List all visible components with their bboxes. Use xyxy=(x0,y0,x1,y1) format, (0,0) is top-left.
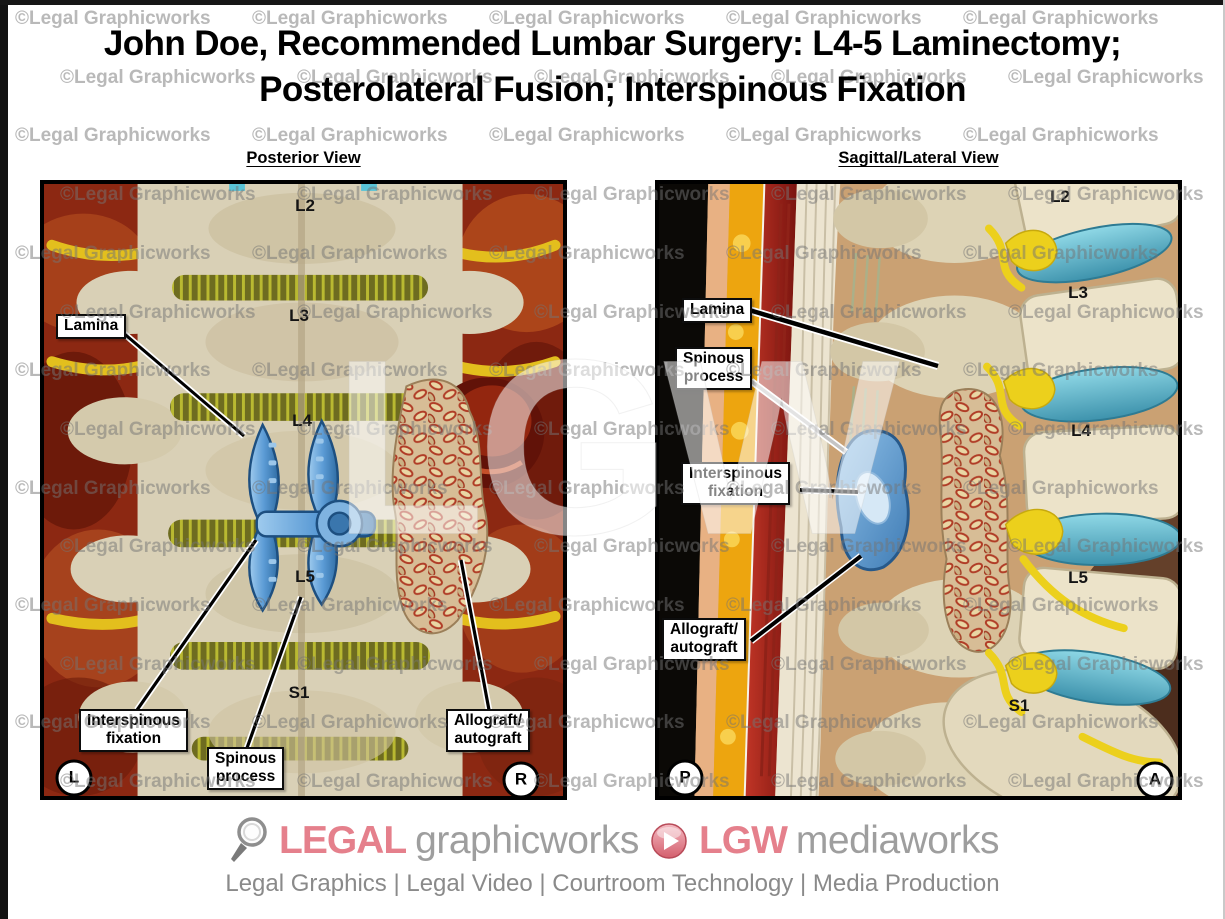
page-edge-top xyxy=(0,0,1225,5)
orientation-badge-left-p: P xyxy=(666,759,704,797)
sagittal-view-title: Sagittal/Lateral View xyxy=(838,149,999,167)
vertebra-label-l4-right: L4 xyxy=(1071,421,1091,440)
sagittal-anatomy-graphic xyxy=(659,184,1178,796)
footer-tagline: Legal Graphics | Legal Video | Courtroom… xyxy=(225,870,1000,897)
orientation-badge-right-a: A xyxy=(1136,761,1174,799)
lamina-label-right: Lamina xyxy=(682,298,753,323)
spinous-process-label-left: Spinous process xyxy=(207,747,285,790)
graphicworks-brand-bold: LEGAL xyxy=(279,819,407,862)
orientation-badge-right-r: R xyxy=(502,761,540,799)
vertebra-label-l3-right: L3 xyxy=(1068,283,1088,302)
watermark-text: ©Legal Graphicworks xyxy=(726,125,922,147)
interspinous-fixation-label-left: Interspinous fixation xyxy=(79,709,189,752)
vertebra-label-l2-right: L2 xyxy=(1050,187,1070,206)
page-edge-left xyxy=(0,0,8,919)
page-title-line1: John Doe, Recommended Lumbar Surgery: L4… xyxy=(103,24,1122,63)
orientation-badge-left-l: L xyxy=(55,759,93,797)
vertebra-label-s1-left: S1 xyxy=(288,683,310,702)
footer-brand-row: LEGAL graphicworks LGW mediaworks xyxy=(0,815,1225,867)
posterior-view-panel xyxy=(40,180,567,800)
watermark-text: ©Legal Graphicworks xyxy=(963,125,1159,147)
graphicworks-brand-text: graphicworks xyxy=(415,819,639,862)
spinous-process-label-right: Spinous process xyxy=(675,347,753,390)
allograft-label-right: Allograft/ autograft xyxy=(662,618,747,661)
watermark-text: ©Legal Graphicworks xyxy=(15,125,211,147)
play-icon xyxy=(651,823,687,859)
mediaworks-brand-bold: LGW xyxy=(698,819,788,862)
posterior-view-title: Posterior View xyxy=(246,149,361,167)
vertebra-label-l5-right: L5 xyxy=(1068,568,1088,587)
interspinous-fixation-label-right: Interspinous fixation xyxy=(681,462,791,505)
page-edge-right xyxy=(1223,0,1225,919)
allograft-label-left: Allograft/ autograft xyxy=(446,709,531,752)
vertebra-label-s1-right: S1 xyxy=(1008,696,1030,715)
interspinous-device-graphic xyxy=(835,429,910,572)
sagittal-view-panel xyxy=(655,180,1182,800)
lamina-label-left: Lamina xyxy=(56,314,127,339)
allograft-graphic xyxy=(938,388,1012,653)
watermark-text: ©Legal Graphicworks xyxy=(489,125,685,147)
vertebra-label-l3-left: L3 xyxy=(289,306,309,325)
watermark-text: ©Legal Graphicworks xyxy=(252,125,448,147)
nerve-roots-graphic xyxy=(983,224,1164,767)
posterior-anatomy-graphic xyxy=(44,184,563,796)
magnifier-icon xyxy=(231,817,267,862)
vertebra-label-l4-left: L4 xyxy=(292,411,312,430)
page-title: John Doe, Recommended Lumbar Surgery: L4… xyxy=(0,21,1225,113)
vertebra-label-l2-left: L2 xyxy=(295,196,315,215)
page-title-line2: Posterolateral Fusion; Interspinous Fixa… xyxy=(259,70,966,109)
vertebra-label-l5-left: L5 xyxy=(295,567,315,586)
mediaworks-brand-text: mediaworks xyxy=(795,819,1000,862)
